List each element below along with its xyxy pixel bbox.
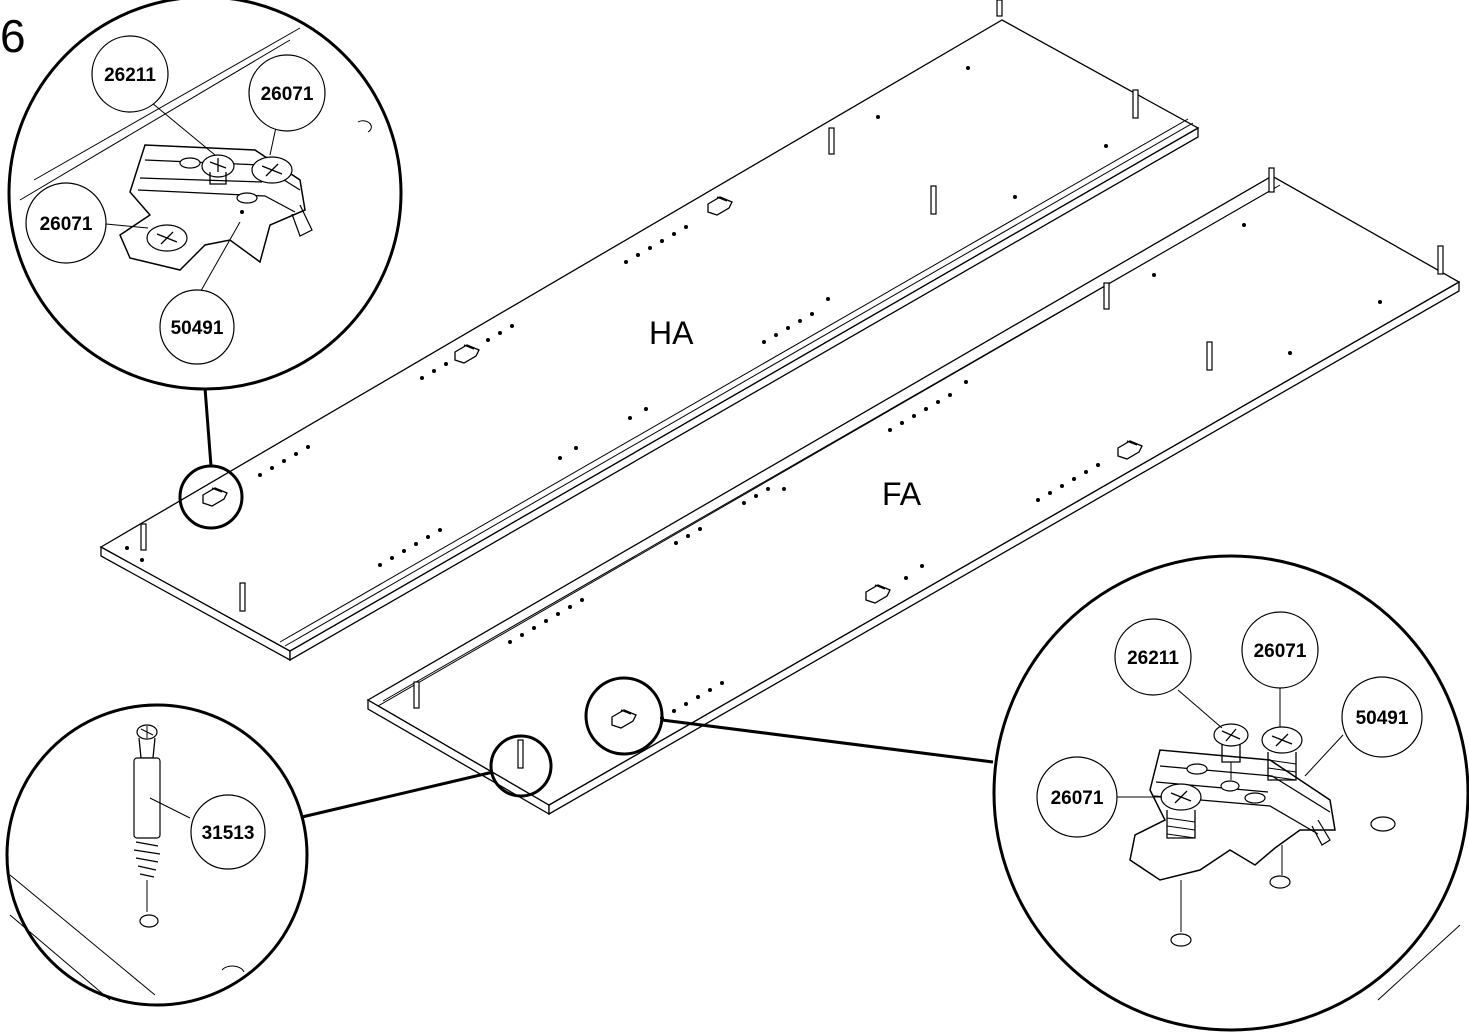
callout: 50491 xyxy=(159,289,235,365)
panel-fa-label: FA xyxy=(882,476,922,512)
callout: 26211 xyxy=(1114,618,1192,696)
phillips-screw-icon xyxy=(251,156,293,184)
part-number-label: 26071 xyxy=(40,214,93,235)
hinge-plate xyxy=(202,196,733,507)
callout: 26071 xyxy=(248,54,326,132)
step-number: 6 xyxy=(0,10,26,62)
hinge-plate xyxy=(611,440,1143,729)
callout: 26071 xyxy=(1241,611,1319,689)
euro-screw-icon xyxy=(201,154,235,185)
phillips-screw-icon xyxy=(146,224,188,252)
detail-markers xyxy=(178,387,994,819)
callout: 26211 xyxy=(91,35,169,113)
callout: 26071 xyxy=(25,182,107,264)
part-number-label: 26071 xyxy=(1254,641,1307,662)
callout: 31513 xyxy=(190,794,266,870)
part-number-label: 26071 xyxy=(261,84,314,105)
part-number-label: 50491 xyxy=(1356,708,1409,729)
callout: 50491 xyxy=(1341,676,1423,758)
panel-ha xyxy=(99,0,1200,662)
shelf-pin-holes xyxy=(508,223,1382,720)
callout: 26071 xyxy=(1036,756,1118,838)
detail-bottom-right: 26211 26071 50491 26071 xyxy=(992,554,1469,1032)
part-number-label: 26211 xyxy=(1127,648,1179,669)
detail-bottom-left: 31513 xyxy=(5,703,309,1007)
detail-top-left: 26211 26071 26071 50491 xyxy=(7,0,403,391)
euro-screw-icon xyxy=(1213,723,1249,780)
phillips-screw-icon xyxy=(1261,726,1303,889)
cam-bolt xyxy=(413,167,1444,769)
part-number-label: 31513 xyxy=(202,823,255,844)
part-number-label: 26071 xyxy=(1051,788,1104,809)
shelf-pin-holes xyxy=(125,66,1108,567)
hinge-mounting-plate xyxy=(119,144,313,271)
cam-bolt xyxy=(140,0,1139,612)
panel-ha-label: HA xyxy=(649,315,694,351)
part-number-label: 50491 xyxy=(171,318,224,339)
hinge-mounting-plate xyxy=(1129,749,1336,881)
part-number-label: 26211 xyxy=(104,65,156,86)
cam-bolt-icon xyxy=(133,724,161,928)
panel-fa xyxy=(366,167,1461,816)
phillips-screw-icon xyxy=(1160,783,1202,947)
